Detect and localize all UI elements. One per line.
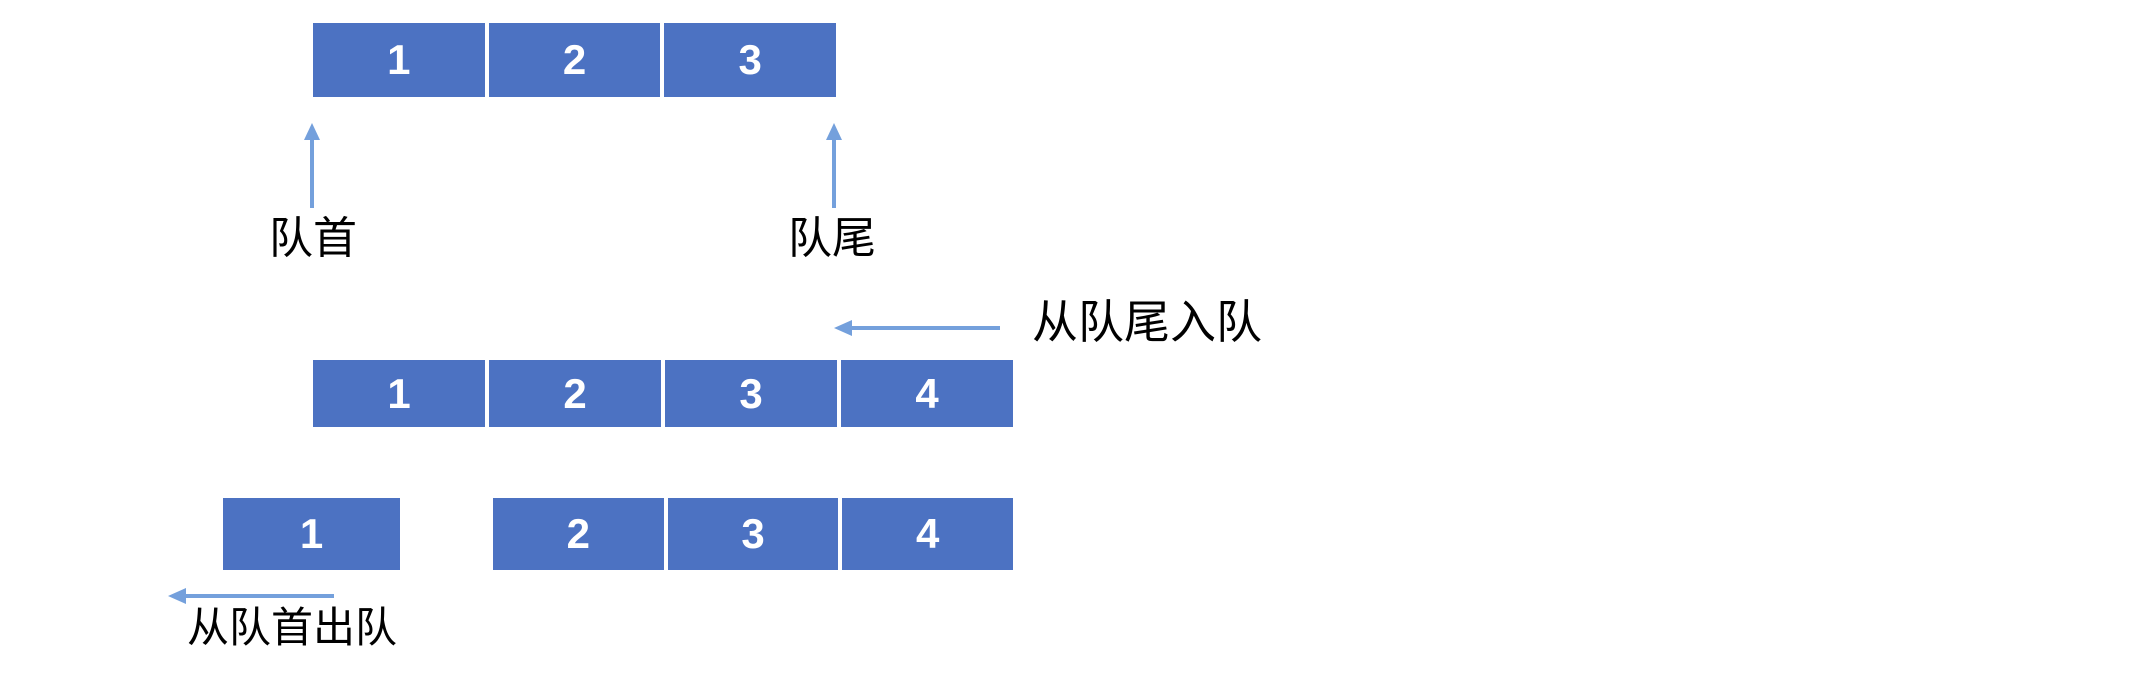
after-dequeue-queue-row: 2 3 4 <box>493 498 1014 570</box>
rear-label: 队尾 <box>788 214 876 263</box>
front-pointer-up-arrow-icon <box>303 123 321 208</box>
queue-cell: 2 <box>493 498 664 570</box>
queue-cell: 2 <box>488 23 661 97</box>
queue-cell: 3 <box>667 498 839 570</box>
queue-cell: 4 <box>842 498 1014 570</box>
queue-cell: 1 <box>313 23 485 97</box>
enqueue-direction-arrow-icon <box>834 317 1000 339</box>
initial-queue-row: 1 2 3 <box>313 23 837 97</box>
queue-cell: 3 <box>664 23 837 97</box>
queue-cell: 2 <box>489 360 661 427</box>
dequeue-direction-arrow-icon <box>168 585 334 607</box>
after-enqueue-queue-row: 1 2 3 4 <box>313 360 1013 427</box>
rear-pointer-up-arrow-icon <box>825 123 843 208</box>
queue-cell: 4 <box>841 360 1013 427</box>
queue-cell: 1 <box>313 360 485 427</box>
queue-cell: 3 <box>665 360 837 427</box>
dequeued-cell: 1 <box>223 498 400 570</box>
front-label: 队首 <box>269 214 357 263</box>
enqueue-label: 从队尾入队 <box>1032 296 1262 348</box>
dequeue-label: 从队首出队 <box>187 604 398 651</box>
